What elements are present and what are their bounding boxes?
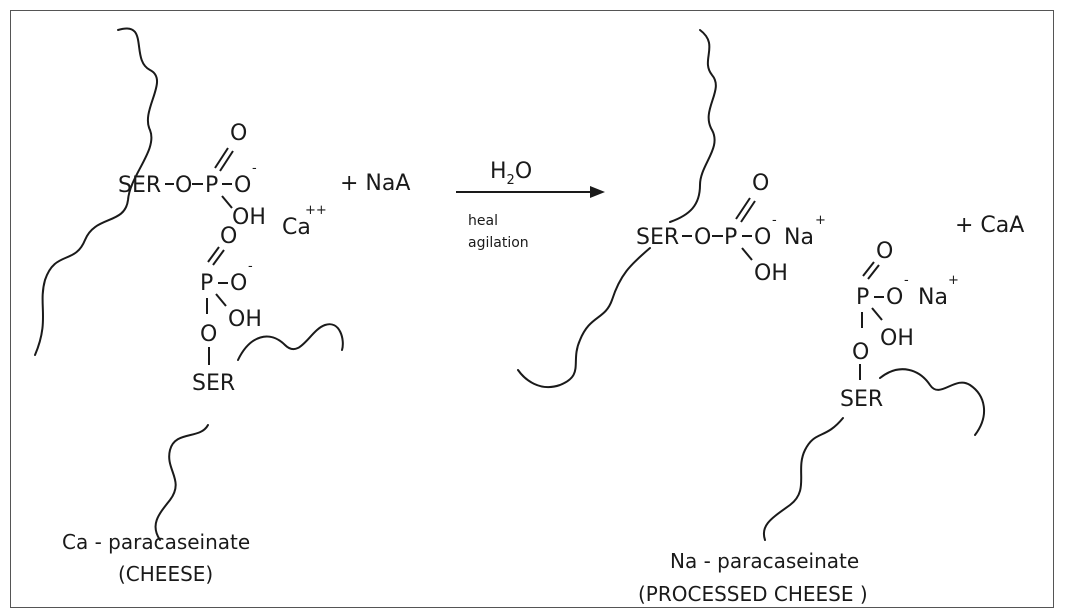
double-bond	[207, 246, 220, 263]
calcium-symbol: Ca	[282, 215, 311, 240]
product-o-minus-bottom: O	[886, 285, 903, 310]
double-bond	[862, 261, 875, 277]
double-bond	[867, 264, 880, 280]
calcium-charge: ++	[305, 203, 327, 218]
reagent-naa: + NaA	[340, 171, 410, 196]
product-o-double-bottom: O	[876, 239, 893, 264]
byproduct-caa: + CaA	[955, 213, 1024, 238]
reactant-minus-top: -	[252, 161, 257, 176]
reactant-o-minus-bottom: O	[230, 271, 247, 296]
reactant-ser-bottom: SER	[192, 371, 235, 396]
product-p-bottom: P	[856, 285, 869, 310]
reactant-p-top: P	[205, 173, 218, 198]
reactant-o-link: O	[200, 322, 217, 347]
reactant-oh-top: OH	[232, 205, 266, 230]
double-bond	[219, 150, 234, 172]
protein-chain-lower-right-bottom	[762, 417, 844, 541]
double-bond	[212, 249, 225, 266]
product-o1: O	[694, 225, 711, 250]
product-ser-top: SER	[636, 225, 679, 250]
reaction-arrow-head	[590, 186, 605, 198]
protein-chain-lower-right-right	[879, 368, 985, 436]
bond	[215, 293, 227, 307]
product-na-top: Na	[784, 225, 814, 250]
reactant-o-double-top: O	[230, 121, 247, 146]
product-na-bottom: Na	[918, 285, 948, 310]
reactant-p-bottom: P	[200, 271, 213, 296]
protein-chain-lower-left-bottom	[154, 424, 209, 541]
reactant-o1: O	[175, 173, 192, 198]
product-ser-bottom: SER	[840, 387, 883, 412]
product-o-link: O	[852, 340, 869, 365]
product-p-top: P	[724, 225, 737, 250]
reactant-ser-top: SER	[118, 173, 161, 198]
protein-chain-upper-right	[669, 29, 717, 223]
reactant-name: Ca - paracaseinate	[62, 530, 250, 554]
reactant-o-double-bottom: O	[220, 224, 237, 249]
product-subtitle: (PROCESSED CHEESE )	[638, 582, 868, 606]
reactant-subtitle: (CHEESE)	[118, 562, 213, 586]
protein-chain-lower-left-right	[237, 323, 344, 361]
product-plus-bottom: +	[948, 273, 959, 288]
reactant-oh-bottom: OH	[228, 307, 262, 332]
bond	[871, 307, 883, 321]
product-o-minus-top: O	[754, 225, 771, 250]
arrow-label-h: H2O	[490, 159, 532, 188]
protein-chain-upper-left	[34, 27, 158, 356]
double-bond	[735, 197, 751, 220]
double-bond	[214, 147, 229, 169]
bond	[221, 195, 233, 209]
reactant-o-minus-top: O	[234, 173, 251, 198]
bond	[741, 247, 753, 261]
product-minus-bottom: -	[904, 273, 909, 288]
product-minus-top: -	[772, 213, 777, 228]
reactant-minus-bottom: -	[248, 259, 253, 274]
arrow-label-agitation: agilation	[468, 235, 529, 251]
product-oh-top: OH	[754, 261, 788, 286]
product-plus-top: +	[815, 213, 826, 228]
product-name: Na - paracaseinate	[670, 549, 859, 573]
arrow-label-heat: heal	[468, 213, 498, 229]
product-o-double-top: O	[752, 171, 769, 196]
figure-border	[10, 10, 1054, 608]
double-bond	[740, 200, 756, 223]
product-oh-bottom: OH	[880, 326, 914, 351]
protein-chain-lower-right-left	[517, 247, 651, 389]
